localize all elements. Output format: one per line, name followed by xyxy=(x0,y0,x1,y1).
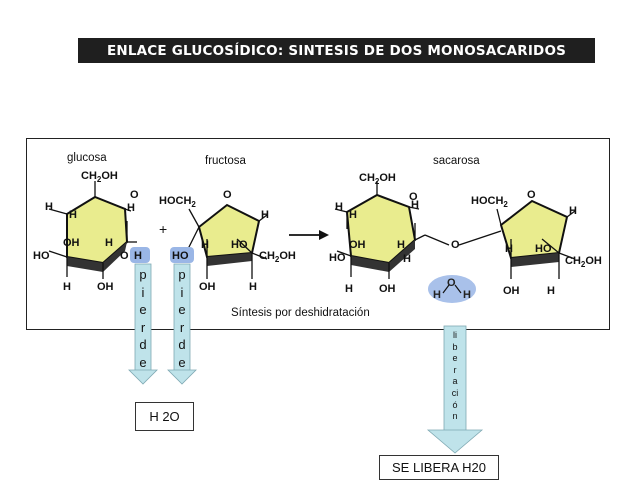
atom-o-link: O xyxy=(451,239,460,251)
letter: d xyxy=(139,337,147,352)
atom-oh: OH xyxy=(199,281,216,293)
atom-h: H xyxy=(403,253,411,265)
fructose-ring xyxy=(197,203,261,266)
atom-ho: HO xyxy=(231,239,248,251)
letter: li xyxy=(453,330,457,340)
letter: ci xyxy=(451,387,459,398)
letter: i xyxy=(180,284,184,300)
atom-o: O xyxy=(223,189,232,201)
atom-o: O xyxy=(409,191,418,203)
atom-ch2oh-sucrose-right: CH2OH xyxy=(565,255,602,270)
atom-h: H xyxy=(63,281,71,293)
atom-oh: OH xyxy=(503,285,520,297)
atom-h: H xyxy=(411,199,419,211)
vertical-text-pierde-right: p i e r d e xyxy=(174,266,190,371)
letter: a xyxy=(452,376,458,387)
letter: p xyxy=(139,267,147,282)
ho-highlight xyxy=(170,247,194,263)
atom-hoch2-fructose: HOCH2 xyxy=(159,195,196,210)
atom-ch2oh-glucose: CH2OH xyxy=(81,170,118,185)
page-title: ENLACE GLUCOSÍDICO: SINTESIS DE DOS MONO… xyxy=(78,38,595,63)
atom-oh: OH xyxy=(63,237,80,249)
label-sintesis: Síntesis por deshidratación xyxy=(231,307,370,319)
sucrose-fructose-bonds xyxy=(496,208,576,279)
atom-h: H xyxy=(397,239,405,251)
arrow-pierde-right xyxy=(167,263,197,385)
letter: e xyxy=(178,354,186,370)
letter: r xyxy=(453,364,457,375)
glycosidic-bond xyxy=(424,230,502,246)
atom-water-h-right: H xyxy=(463,289,471,301)
atom-h: H xyxy=(249,281,257,293)
h-highlight xyxy=(130,247,150,263)
atom-o: O xyxy=(130,189,139,201)
atom-h: H xyxy=(261,209,269,221)
vertical-text-liberacion: li b e r a ci ó n xyxy=(444,330,466,423)
atom-oh: OH xyxy=(97,281,114,293)
atom-water-o: O xyxy=(447,277,456,289)
atom-h: H xyxy=(349,209,357,221)
atom-o: O xyxy=(527,189,536,201)
label-sacarosa: sacarosa xyxy=(433,155,480,167)
letter: e xyxy=(139,302,147,317)
atom-h: H xyxy=(127,202,135,214)
arrow-liberacion xyxy=(426,325,484,454)
letter: d xyxy=(178,337,186,352)
atom-h: H xyxy=(105,237,113,249)
atom-water-h-left: H xyxy=(433,289,441,301)
atom-ch2oh-sucrose: CH2OH xyxy=(359,172,396,187)
reaction-diagram: glucosa fructosa sacarosa Síntesis por d… xyxy=(26,138,610,330)
letter: b xyxy=(452,341,458,352)
glucose-bonds xyxy=(48,181,137,279)
atom-h: H xyxy=(547,285,555,297)
letter: e xyxy=(178,302,186,317)
letter: r xyxy=(140,319,146,335)
atom-h: H xyxy=(345,283,353,295)
letter: e xyxy=(452,353,458,364)
arrow-pierde-left xyxy=(128,263,158,385)
atom-h: H xyxy=(69,209,77,221)
atom-ho-removed: HO xyxy=(172,250,189,262)
atom-oh: OH xyxy=(349,239,366,251)
atom-o: O xyxy=(120,250,129,262)
letter: r xyxy=(179,319,185,335)
label-glucosa: glucosa xyxy=(67,152,107,164)
label-fructosa: fructosa xyxy=(205,155,246,167)
letter: e xyxy=(139,354,147,370)
atom-h: H xyxy=(201,239,209,251)
atom-oh: OH xyxy=(379,283,396,295)
atom-h: H xyxy=(45,201,53,213)
water-highlight xyxy=(428,275,476,303)
atom-h: H xyxy=(569,205,577,217)
atom-h: H xyxy=(335,201,343,213)
atom-h-removed: H xyxy=(134,250,142,262)
atom-ho: HO xyxy=(33,250,50,262)
letter: p xyxy=(178,267,186,282)
label-plus: + xyxy=(159,221,168,237)
vertical-text-pierde-left: p i e r d e xyxy=(135,266,151,371)
letter: i xyxy=(141,284,145,300)
sucrose-glucose-bonds xyxy=(334,181,426,279)
h2o-box: H 2O xyxy=(135,402,194,431)
reaction-arrow xyxy=(289,230,329,240)
atom-ch2oh-fructose: CH2OH xyxy=(259,250,296,265)
atom-hoch2-sucrose: HOCH2 xyxy=(471,195,508,210)
reaction-drawing xyxy=(48,181,576,303)
letter: n xyxy=(452,411,458,422)
atom-ho: HO xyxy=(329,252,346,264)
letter: ó xyxy=(452,399,458,410)
se-libera-box: SE LIBERA H20 xyxy=(379,455,499,480)
atom-ho: HO xyxy=(535,243,552,255)
atom-h: H xyxy=(505,243,513,255)
sucrose-fructose-ring xyxy=(499,199,569,267)
